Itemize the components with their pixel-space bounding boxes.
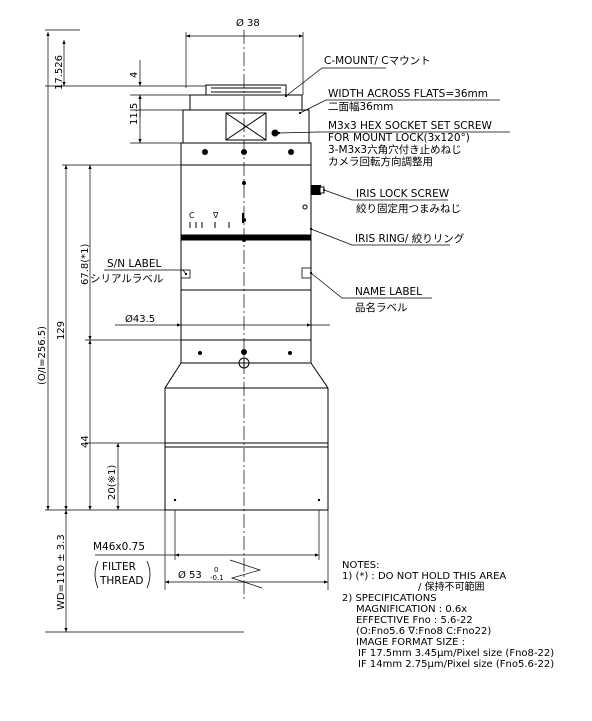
note-line: (O:Fno5.6 ∇:Fno8 C:Fno22): [356, 626, 491, 637]
callout-labels: C-MOUNT/ Cマウント WIDTH ACROSS FLATS=36mm 二…: [90, 55, 493, 587]
flats-label-en: WIDTH ACROSS FLATS=36mm: [328, 88, 488, 100]
iris-lock-label-jp: 絞り固定用つまみねじ: [356, 202, 461, 215]
label-plates: [180, 267, 312, 279]
dim-44: 44: [80, 435, 91, 448]
iris-marks: C ∇: [189, 211, 244, 228]
sn-label-jp: シリアルラベル: [90, 273, 163, 285]
dim-front-diameter: Ø 53: [178, 569, 202, 581]
note-line: 1) (*) : DO NOT HOLD THIS AREA: [342, 571, 506, 582]
name-label-plate: [301, 267, 312, 279]
note-line: MAGNIFICATION : 0.6x: [356, 604, 467, 615]
dim-129: 129: [56, 321, 67, 340]
note-line: NOTES:: [342, 560, 380, 571]
note-line: IF 17.5mm 3.45μm/Pixel size (Fno8-22): [358, 648, 554, 659]
leader-lines: [104, 67, 510, 299]
thread-label-3: THREAD: [99, 575, 144, 587]
barrel-upper: [180, 164, 312, 236]
hex-label-3: 3-M3x3六角穴付き止めねじ: [328, 143, 462, 156]
lens-outline: [164, 84, 329, 511]
hex-label-1: M3x3 HEX SOCKET SET SCREW: [328, 120, 493, 132]
c-mount-thread: [205, 84, 287, 96]
dimension-lines: [45, 29, 330, 633]
thread-label-1: M46x0.75: [93, 541, 145, 553]
svg-text:∇: ∇: [212, 211, 219, 220]
iris-lock-screw-icon: [311, 185, 321, 195]
dim-67-8: 67.8(*1): [80, 243, 91, 285]
dim-11-5: 11.5: [129, 103, 140, 125]
note-line: EFFECTIVE Fno : 5.6-22: [356, 615, 473, 626]
notes-block: NOTES: 1) (*) : DO NOT HOLD THIS AREA / …: [342, 560, 554, 670]
svg-text:C: C: [189, 211, 195, 220]
flats-label-jp: 二面幅36mm: [328, 100, 393, 113]
name-label-en: NAME LABEL: [355, 286, 422, 298]
hex-label-2: FOR MOUNT LOCK(3x120°): [328, 132, 470, 144]
front-tube: [164, 442, 329, 511]
note-line: IMAGE FORMAT SIZE :: [356, 637, 465, 648]
dim-4: 4: [129, 72, 140, 78]
sn-label-plate: [180, 269, 191, 279]
iris-lock-label-en: IRIS LOCK SCREW: [356, 188, 450, 200]
iris-ring-band: [180, 234, 312, 241]
dim-front-tol-lower: -0.1: [210, 574, 224, 582]
dimension-text: Ø 38 Ø43.5 Ø 53 0 -0.1 17.526 4 11.5 (O/…: [37, 17, 260, 610]
dim-top-diameter: Ø 38: [236, 17, 260, 29]
dim-wd: WD=110 ± 3.3: [56, 534, 67, 610]
note-line: IF 14mm 2.75μm/Pixel size (Fno5.6-22): [358, 659, 554, 670]
iris-ring-label: IRIS RING/ 絞りリング: [355, 232, 465, 245]
dim-front-tol-upper: 0: [214, 566, 218, 574]
dim-oi: (O/I=256.5): [37, 326, 48, 385]
mount-flange: [189, 94, 303, 111]
sn-label-en: S/N LABEL: [107, 258, 162, 270]
c-mount-label: C-MOUNT/ Cマウント: [324, 55, 431, 67]
filter-marks: [173, 498, 321, 502]
lens-details: [198, 129, 325, 369]
hex-label-4: カメラ回転方向調整用: [328, 155, 433, 168]
dim-body-diameter: Ø43.5: [125, 313, 155, 325]
note-line: / 保持不可範囲: [418, 580, 485, 593]
dim-17-526: 17.526: [54, 55, 65, 90]
note-line: 2) SPECIFICATIONS: [342, 593, 437, 604]
barrel-lower: [180, 289, 312, 341]
front-flare: [164, 362, 329, 443]
name-label-jp: 品名ラベル: [355, 301, 408, 314]
hex-screw-icon: [271, 129, 279, 137]
thread-label-2: FILTER: [102, 561, 136, 573]
filter-thread-bracket: [94, 560, 151, 589]
dim-20: 20(※1): [107, 465, 118, 500]
barrel-middle: [180, 239, 312, 291]
